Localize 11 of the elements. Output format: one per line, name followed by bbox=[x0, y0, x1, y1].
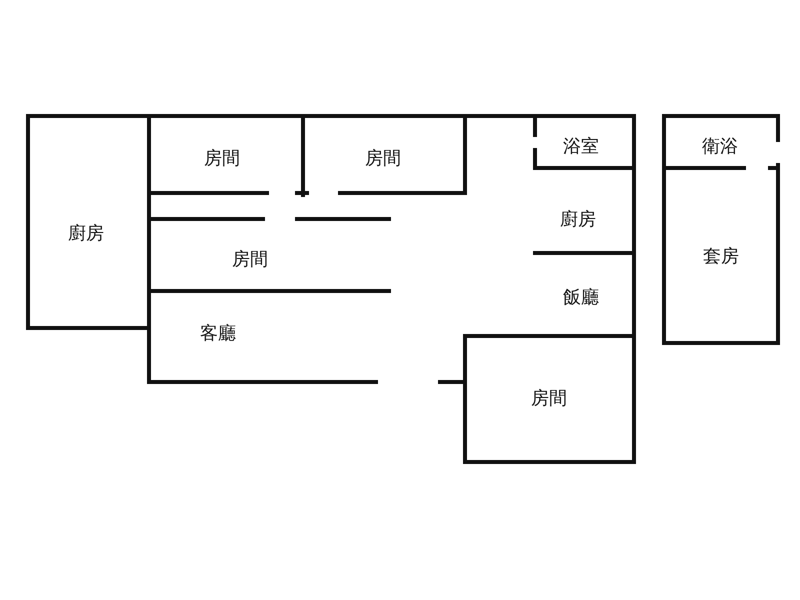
room-label: 套房 bbox=[703, 245, 739, 268]
room-label: 衛浴 bbox=[702, 135, 738, 158]
room-label: 房間 bbox=[232, 248, 268, 271]
room-label: 房間 bbox=[365, 147, 401, 170]
room-label: 飯廳 bbox=[563, 286, 599, 309]
room-label: 廚房 bbox=[560, 208, 596, 231]
room-label: 客廳 bbox=[200, 322, 236, 345]
room-label: 廚房 bbox=[68, 222, 104, 245]
room-label: 浴室 bbox=[563, 135, 599, 158]
room-label: 房間 bbox=[531, 387, 567, 410]
room-label: 房間 bbox=[204, 147, 240, 170]
